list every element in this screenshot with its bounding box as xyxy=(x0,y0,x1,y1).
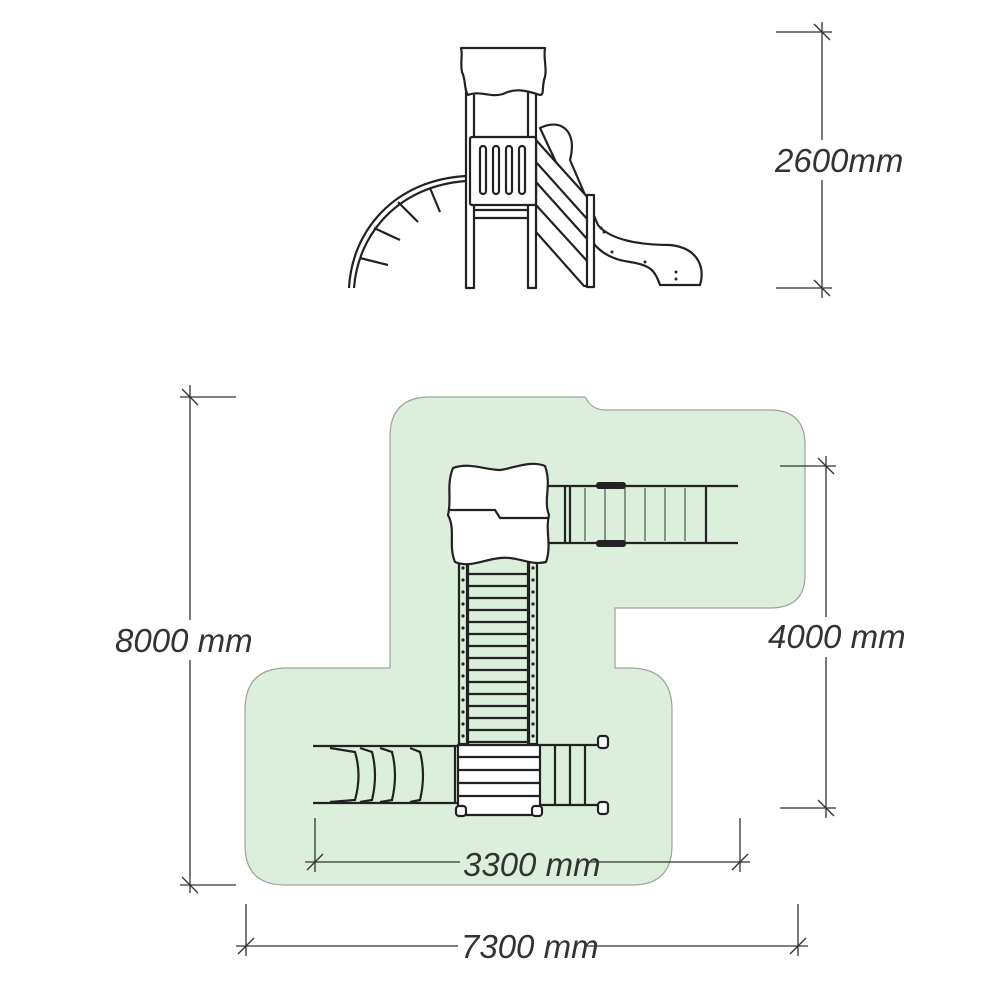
bolt xyxy=(461,722,465,726)
plan-platform xyxy=(454,743,544,818)
curved-ladder xyxy=(347,174,467,289)
tower-panel xyxy=(468,135,538,207)
plan-slide xyxy=(545,482,738,547)
bolt xyxy=(531,686,535,690)
bolt xyxy=(531,578,535,582)
inner-width-label: 3300 mm xyxy=(463,846,601,883)
plan-view xyxy=(313,462,738,818)
bolt xyxy=(531,650,535,654)
bolt xyxy=(531,674,535,678)
dimension-inner-width: 3300 mm xyxy=(305,818,750,883)
dimension-total-width: 7300 mm xyxy=(236,904,808,966)
bolt xyxy=(461,734,465,738)
total-width-label: 7300 mm xyxy=(461,928,599,965)
elevation-view xyxy=(347,46,703,290)
bolt xyxy=(461,590,465,594)
slide xyxy=(538,123,703,287)
dimension-side-length: 4000 mm xyxy=(765,456,906,818)
bolt xyxy=(461,626,465,630)
bolt xyxy=(531,626,535,630)
bolt xyxy=(461,638,465,642)
plan-steps xyxy=(540,734,610,816)
bolt xyxy=(461,566,465,570)
bolt xyxy=(531,722,535,726)
plan-curved-ladder xyxy=(313,744,458,805)
bolt xyxy=(461,686,465,690)
bolt xyxy=(531,614,535,618)
bolt xyxy=(531,734,535,738)
bolt xyxy=(531,590,535,594)
side-length-label: 4000 mm xyxy=(768,618,906,655)
height-label: 2600mm xyxy=(774,142,903,179)
bolt xyxy=(531,638,535,642)
bolt xyxy=(531,662,535,666)
dimension-total-length: 8000 mm xyxy=(112,385,253,894)
plan-ladder xyxy=(457,560,539,746)
bolt xyxy=(531,698,535,702)
bolt xyxy=(461,578,465,582)
bolt xyxy=(461,650,465,654)
bolt xyxy=(461,710,465,714)
bolt xyxy=(531,602,535,606)
bolt xyxy=(461,602,465,606)
bolt xyxy=(461,662,465,666)
roof xyxy=(459,46,547,97)
bolt xyxy=(461,674,465,678)
total-length-label: 8000 mm xyxy=(115,622,253,659)
dimension-height: 2600mm xyxy=(770,22,903,298)
bolt xyxy=(531,566,535,570)
bolt xyxy=(461,698,465,702)
bolt xyxy=(531,710,535,714)
bolt xyxy=(461,614,465,618)
